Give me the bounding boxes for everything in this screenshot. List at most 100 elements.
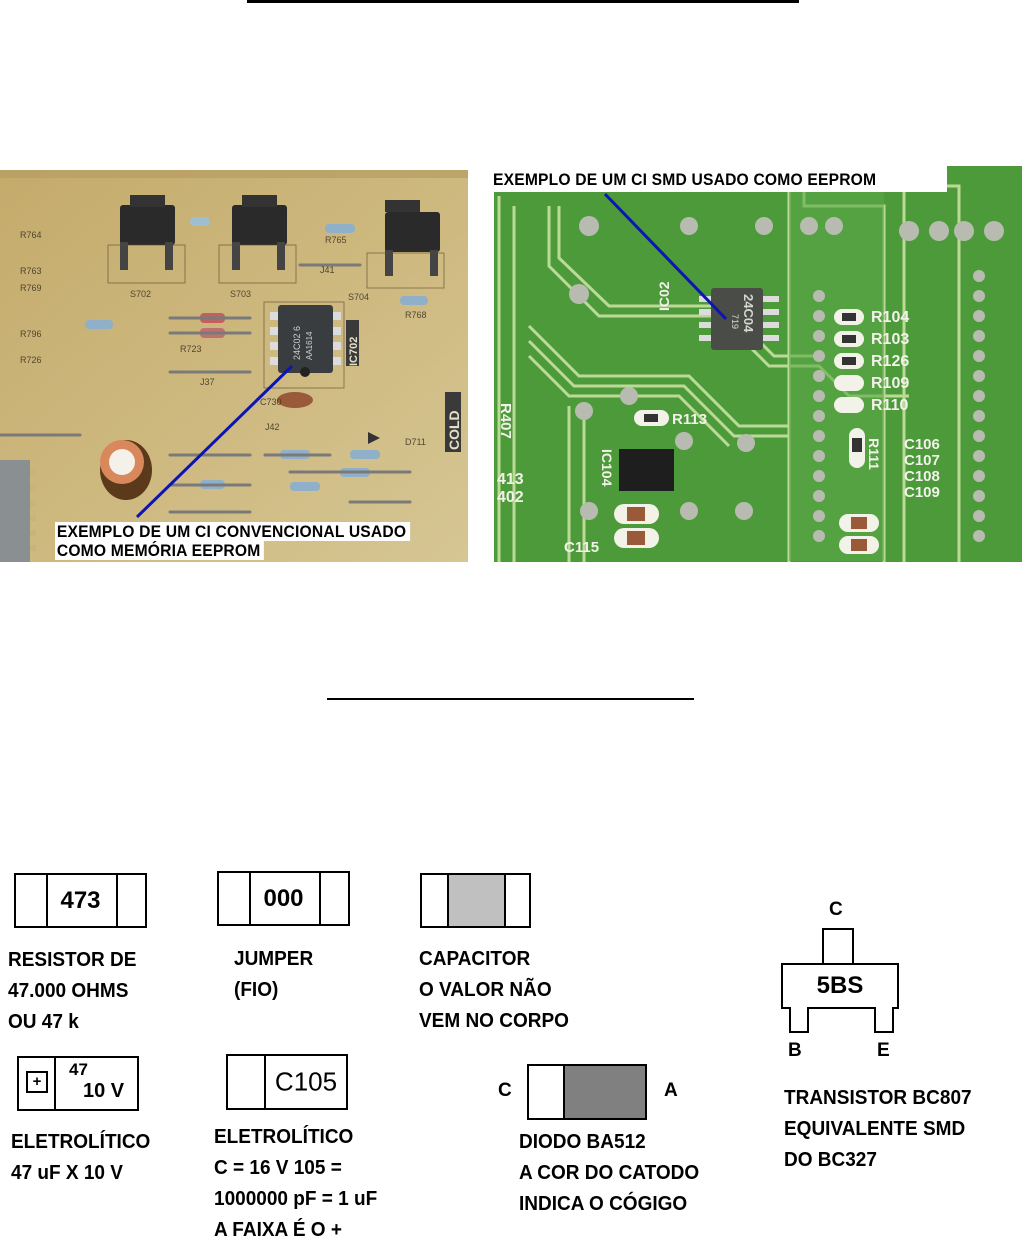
svg-text:R764: R764	[20, 230, 42, 240]
jumper-symbol: 000	[217, 871, 350, 926]
svg-text:R763: R763	[20, 266, 42, 276]
caption-line: EXEMPLO DE UM CI CONVENCIONAL USADO	[55, 522, 410, 541]
description-line: VEM NO CORPO	[419, 1010, 569, 1032]
transistor-description: TRANSISTOR BC807 EQUIVALENTE SMD DO BC32…	[784, 1083, 972, 1176]
description-line: A FAIXA É O +	[214, 1219, 342, 1241]
description-line: ELETROLÍTICO	[11, 1131, 151, 1153]
electrolytic-1-marking-top: 47	[69, 1060, 88, 1079]
svg-text:719: 719	[730, 314, 740, 329]
svg-text:C107: C107	[904, 452, 940, 469]
caption-line: COMO MEMÓRIA EEPROM	[55, 541, 265, 560]
capacitor-symbol	[420, 873, 531, 928]
ic702-chip: 24C02 6 AA1614	[270, 305, 341, 377]
svg-text:24C04: 24C04	[741, 294, 756, 333]
description-line: RESISTOR DE	[8, 949, 137, 971]
description-line: (FIO)	[234, 979, 279, 1001]
svg-text:AA1614: AA1614	[305, 331, 314, 360]
transistor-pin-collector: C	[829, 899, 843, 920]
svg-text:S703: S703	[230, 289, 251, 299]
transistor-pin-base: B	[788, 1040, 802, 1061]
smd-ic-pointer-line	[603, 192, 728, 321]
middle-rule	[327, 698, 694, 700]
svg-text:C108: C108	[904, 468, 940, 485]
diode-pin-anode: A	[664, 1080, 678, 1101]
svg-text:R768: R768	[405, 310, 427, 320]
resistor-symbol: 473	[14, 873, 147, 928]
resistor-marking: 473	[60, 886, 101, 914]
svg-text:J37: J37	[200, 377, 215, 387]
electrolytic-2-description: ELETROLÍTICO C = 16 V 105 = 1000000 pF =…	[214, 1122, 377, 1246]
electrolytic-2-symbol: C105	[226, 1054, 348, 1110]
svg-text:C730: C730	[260, 397, 282, 407]
svg-text:IC702: IC702	[348, 337, 360, 366]
svg-text:R110: R110	[871, 397, 908, 414]
diode-body	[563, 1066, 645, 1118]
svg-text:D711: D711	[405, 437, 426, 447]
conventional-ic-caption: EXEMPLO DE UM CI CONVENCIONAL USADO COMO…	[55, 522, 410, 560]
polarity-box: +	[26, 1071, 48, 1093]
svg-text:R113: R113	[672, 411, 707, 428]
svg-text:J42: J42	[265, 422, 280, 432]
resistor-description: RESISTOR DE 47.000 OHMS OU 47 k	[8, 945, 136, 1038]
transistor-marking: 5BS	[816, 972, 864, 999]
capacitor-description: CAPACITOR O VALOR NÃO VEM NO CORPO	[419, 944, 569, 1037]
svg-text:R109: R109	[871, 375, 909, 392]
svg-text:C106: C106	[904, 436, 940, 453]
svg-text:R126: R126	[871, 353, 909, 370]
transistor-emitter-lead	[874, 1007, 894, 1033]
description-line: A COR DO CATODO	[519, 1162, 700, 1184]
relay-1	[120, 195, 175, 270]
description-line: JUMPER	[234, 948, 314, 970]
description-line: EQUIVALENTE SMD	[784, 1118, 966, 1140]
svg-text:R407: R407	[497, 403, 514, 439]
svg-text:COLD: COLD	[446, 410, 462, 450]
top-rule	[247, 0, 799, 3]
description-line: TRANSISTOR BC807	[784, 1087, 972, 1109]
diode-description: DIODO BA512 A COR DO CATODO INDICA O CÓG…	[519, 1127, 699, 1220]
electrolytic-2-marking: C105	[274, 1066, 338, 1097]
description-line: C = 16 V 105 =	[214, 1157, 342, 1179]
description-line: CAPACITOR	[419, 948, 531, 970]
svg-text:C109: C109	[904, 484, 940, 501]
svg-text:S702: S702	[130, 289, 151, 299]
svg-text:R769: R769	[20, 283, 42, 293]
svg-text:R723: R723	[180, 344, 202, 354]
conventional-ic-pointer-line	[135, 364, 294, 519]
description-line: DIODO BA512	[519, 1131, 646, 1153]
svg-text:R104: R104	[871, 309, 909, 326]
transistor-body: 5BS	[781, 963, 899, 1009]
jumper-marking: 000	[263, 884, 304, 912]
description-line: ELETROLÍTICO	[214, 1126, 354, 1148]
transistor-base-lead	[789, 1007, 809, 1033]
description-line: 47.000 OHMS	[8, 980, 129, 1002]
description-line: 1000000 pF = 1 uF	[214, 1188, 378, 1210]
electrolytic-1-symbol: + 47 10 V	[17, 1056, 139, 1111]
svg-text:R726: R726	[20, 355, 42, 365]
svg-text:R765: R765	[325, 235, 347, 245]
svg-text:402: 402	[497, 489, 524, 506]
smd-ic-photo: 24C04 719 R104 R103 R126 R109 R110 R113 …	[489, 166, 1022, 562]
svg-text:C115: C115	[564, 539, 599, 556]
electrolytic-1-description: ELETROLÍTICO 47 uF X 10 V	[11, 1127, 150, 1189]
conventional-pcb-illustration: 24C02 6 AA1614 IC702 COLD R764 R763 R769…	[0, 170, 468, 562]
description-line: OU 47 k	[8, 1011, 79, 1033]
svg-text:S704: S704	[348, 292, 369, 302]
capacitor-body	[447, 875, 506, 926]
conventional-ic-photo: 24C02 6 AA1614 IC702 COLD R764 R763 R769…	[0, 170, 468, 562]
electrolytic-capacitor-photo	[100, 440, 152, 500]
description-line: INDICA O CÓGIGO	[519, 1193, 688, 1215]
transistor-collector-lead	[822, 928, 854, 964]
relay-2	[232, 195, 287, 270]
diode-pin-cathode: C	[498, 1080, 512, 1101]
electrolytic-1-marking-bottom: 10 V	[83, 1080, 125, 1102]
transistor-pin-emitter: E	[877, 1040, 890, 1061]
svg-text:413: 413	[497, 471, 524, 488]
svg-text:R103: R103	[871, 331, 909, 348]
diode-symbol	[527, 1064, 647, 1120]
description-line: DO BC327	[784, 1149, 877, 1171]
description-line: 47 uF X 10 V	[11, 1162, 123, 1184]
24c04-chip: 24C04 719	[699, 288, 779, 350]
relay-3	[385, 200, 440, 276]
smd-ic-caption: EXEMPLO DE UM CI SMD USADO COMO EEPROM	[493, 170, 877, 189]
plus-icon: +	[32, 1073, 42, 1090]
